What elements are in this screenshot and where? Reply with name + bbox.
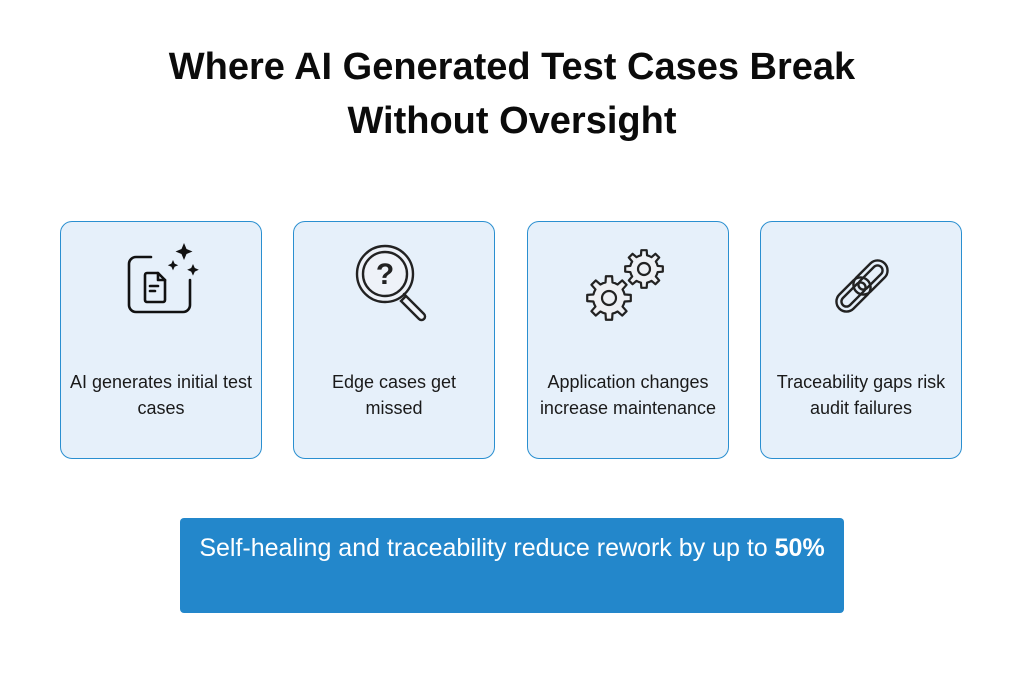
card-edge-cases: ? Edge cases get missed xyxy=(293,221,495,459)
banner-highlight: 50% xyxy=(774,534,825,562)
gears-icon xyxy=(586,249,664,321)
card-traceability: Traceability gaps risk audit failures xyxy=(760,221,962,459)
page-title: Where AI Generated Test Cases Break With… xyxy=(0,40,1024,148)
card-label: Traceability gaps risk audit failures xyxy=(776,372,946,418)
ai-document-sparkle-icon xyxy=(127,243,199,314)
card-app-changes: Application changes increase maintenance xyxy=(527,221,729,459)
svg-text:?: ? xyxy=(376,258,394,291)
title-line-1: Where AI Generated Test Cases Break xyxy=(168,46,856,88)
chain-link-icon xyxy=(835,259,889,313)
card-label: Edge cases get missed xyxy=(331,372,457,418)
card-label: Application changes increase maintenance xyxy=(539,372,717,418)
banner-text: Self-healing and traceability reduce rew… xyxy=(199,534,775,562)
magnifier-question-icon: ? xyxy=(355,244,427,322)
card-ai-generates: AI generates initial test cases xyxy=(60,221,262,459)
title-line-2: Without Oversight xyxy=(347,100,677,142)
rework-banner: Self-healing and traceability reduce rew… xyxy=(180,518,844,613)
card-label: AI generates initial test cases xyxy=(69,372,253,418)
